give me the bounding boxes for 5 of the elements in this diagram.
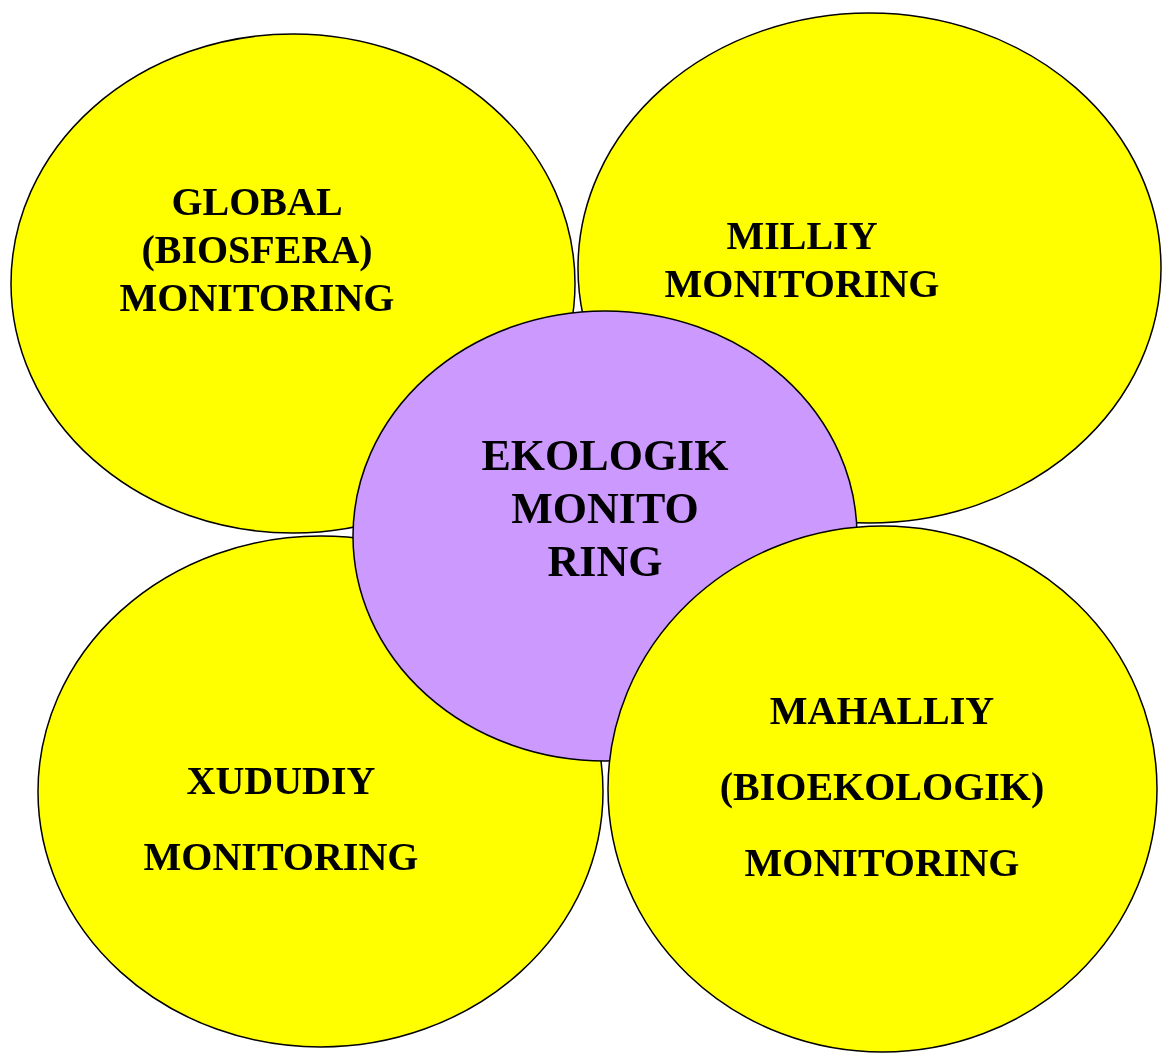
ellipse-label: MILLIY MONITORING [663,212,941,308]
ellipse-label: XUDUDIY MONITORING [142,757,420,881]
ellipse-label: MAHALLIY (BIOEKOLOGIK) MONITORING [718,687,1046,887]
ellipse-label: GLOBAL (BIOSFERA) MONITORING [118,178,396,322]
ellipse-label: EKOLOGIK MONITO RING [480,430,730,588]
